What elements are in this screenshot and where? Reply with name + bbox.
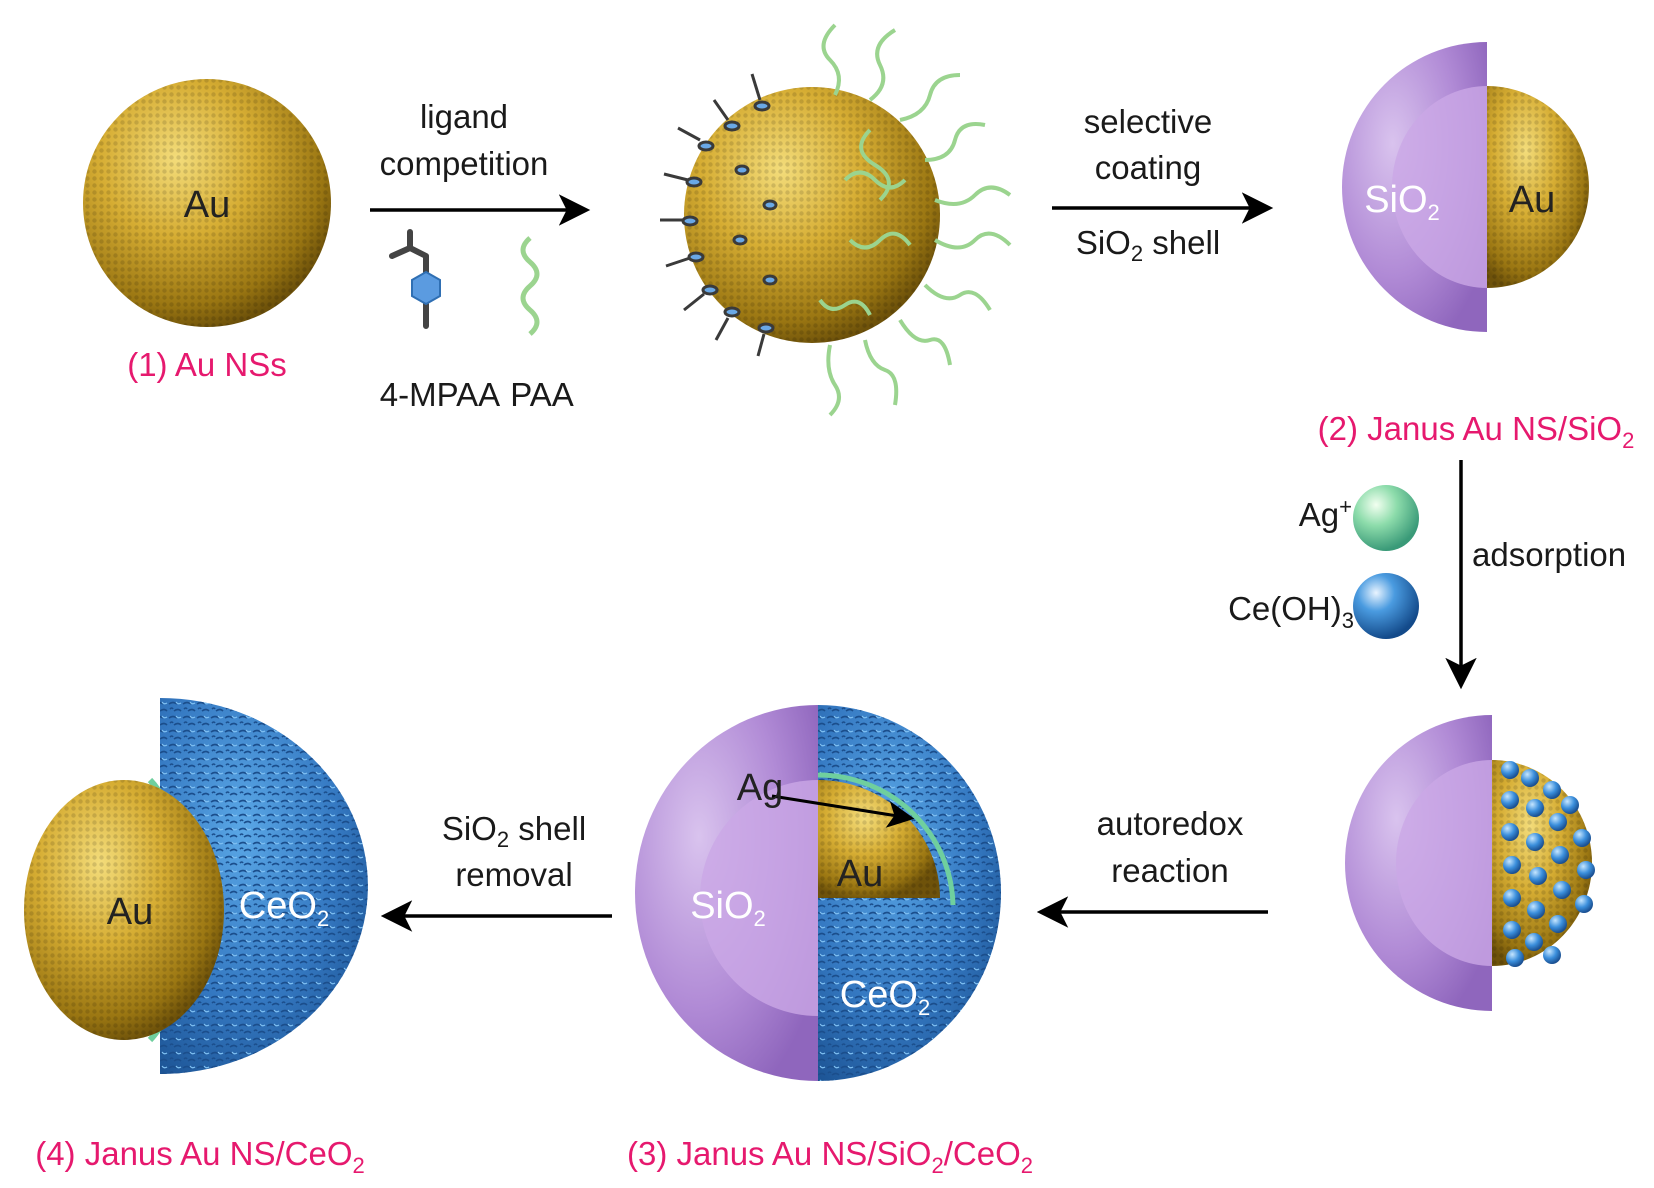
arrow2-line2: coating [1095,149,1201,186]
ceria-hemishell-texture [160,698,368,1074]
arrow-autoredox: autoredox reaction [1036,805,1268,928]
mpaa-ligand-icon [389,229,441,329]
stage4-caption: (4) Janus Au NS/CeO2 [35,1135,365,1178]
gold-hemisphere-texture [24,780,224,1040]
ligand-4mpaa-label: 4-MPAA [380,376,500,413]
stage2-janus-au-sio2: SiO2 Au [1342,42,1589,332]
stage1-core-label: Au [184,184,230,226]
arrow2-line1: selective [1084,103,1212,140]
stage4-core-label: Au [107,891,153,933]
stage1-au-nanosphere: Au [83,79,331,327]
gold-core-texture [83,79,331,327]
arrow5-line1: SiO2 shell [442,810,586,852]
silica-hemishell-inner [1396,760,1492,966]
adsorbed-particle [1345,715,1595,1011]
arrow-ligand-competition: ligand competition 4-MPAA PAA [370,98,591,413]
paa-chains [818,23,1012,417]
arrow1-line2: competition [380,145,549,182]
paa-polymer-icon [520,236,540,336]
stage3-janus-au-sio2-ceo2: Ag Au SiO2 CeO2 [635,705,1001,1081]
ion-ce-label: Ce(OH)3 [1228,590,1354,633]
arrow3-label: adsorption [1472,536,1626,573]
stage2-caption: (2) Janus Au NS/SiO2 [1318,410,1635,453]
stage3-sio2-label: SiO2 [690,885,766,931]
stage1-caption: (1) Au NSs [127,346,287,383]
ion-ag-label: Ag+ [1299,494,1352,533]
ag-ion-sphere [1353,485,1419,551]
arrow-selective-coating: selective coating SiO2 shell [1052,103,1274,266]
stage4-shell-label: CeO2 [239,885,329,931]
arrow4-line1: autoredox [1097,805,1244,842]
gold-core-texture [684,87,940,343]
gold-hemisphere-texture [1487,86,1589,288]
stage3-caption: (3) Janus Au NS/SiO2/CeO2 [627,1135,1033,1178]
stage4-janus-au-ceo2: Au CeO2 [24,698,368,1074]
adsorbed-beads [1501,761,1595,967]
silica-hemishell-inner [1392,86,1487,288]
arrow1-line1: ligand [420,98,508,135]
stage3-ceo2-label: CeO2 [840,974,930,1020]
ce-hydroxide-sphere [1353,573,1419,639]
silica-hemishell-inner [700,780,818,1016]
ligand-coated-particle [660,23,1012,417]
stage3-core-label: Au [837,853,883,895]
ligand-paa-label: PAA [510,376,574,413]
arrow2-line3: SiO2 shell [1076,224,1220,266]
mpaa-ligands [660,73,778,357]
arrow-shell-removal: SiO2 shell removal [380,810,612,932]
ag-pointer-arrow [771,794,915,828]
arrow5-line2: removal [455,856,572,893]
stage2-shell-label: SiO2 [1364,179,1440,225]
stage3-ag-label: Ag [737,767,783,809]
arrow4-line2: reaction [1111,852,1228,889]
stage2-core-label: Au [1509,179,1555,221]
arrow-adsorption: adsorption Ag+ Ce(OH)3 [1228,460,1626,690]
